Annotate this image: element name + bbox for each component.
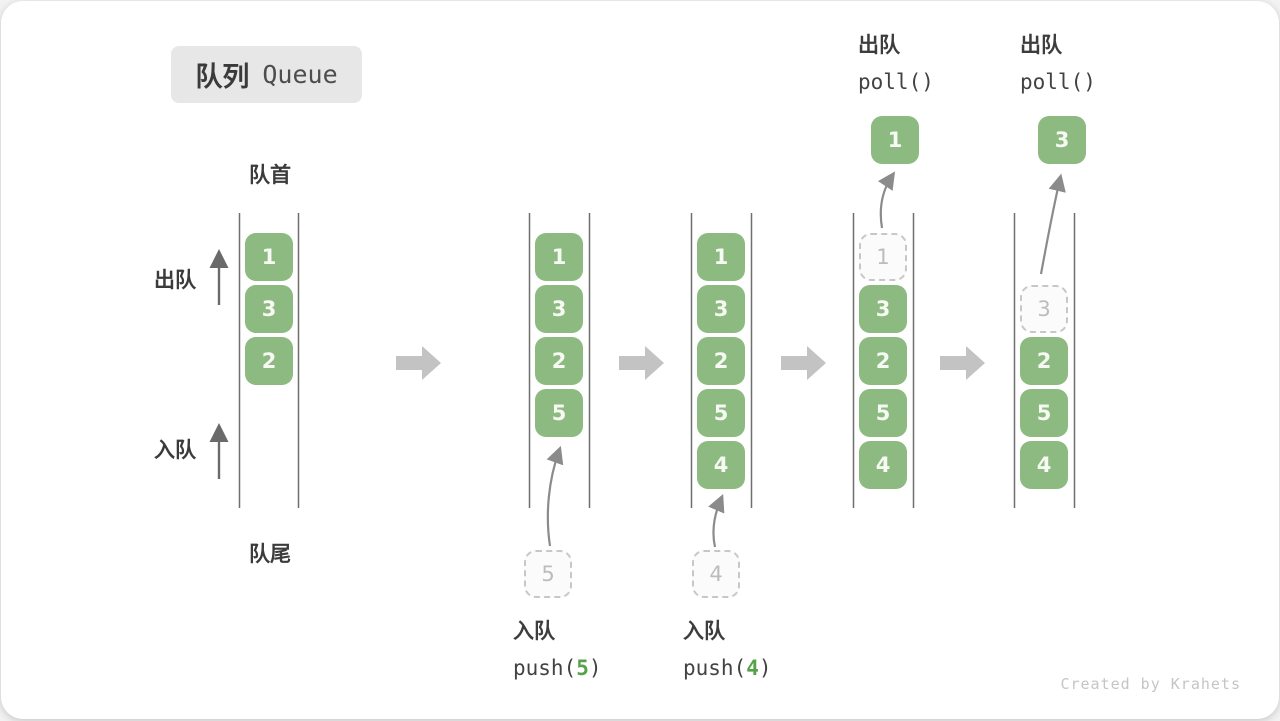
- poll-1-arrow: [877, 171, 896, 229]
- flow-arrow-3: [781, 346, 826, 380]
- queue-item: 1: [245, 233, 293, 281]
- queue-item: 3: [859, 285, 907, 333]
- queue-item: 4: [859, 441, 907, 489]
- queue-item: 3: [245, 285, 293, 333]
- queue-item: 3: [697, 285, 745, 333]
- poll-1-header: 出队 poll(): [858, 27, 934, 101]
- push-5-caption-code: push(5): [513, 656, 602, 680]
- enqueue-side-label: 入队: [154, 438, 196, 462]
- queue-item: 2: [1020, 337, 1068, 385]
- queue-item: 1: [697, 233, 745, 281]
- queue-item: 5: [859, 389, 907, 437]
- title-zh: 队列: [195, 62, 250, 93]
- queue-walls: [238, 213, 1076, 508]
- poll-3-header-code: poll(): [1020, 70, 1096, 94]
- queue-item: 1: [535, 233, 583, 281]
- queue-item: 3: [535, 285, 583, 333]
- queue-item: 5: [1020, 389, 1068, 437]
- flow-arrow-4: [940, 346, 985, 380]
- push-5-caption-action: 入队: [513, 619, 555, 643]
- push-4-caption-action: 入队: [683, 619, 725, 643]
- title-en: Queue: [262, 60, 338, 89]
- queue-rear-label: 队尾: [249, 542, 291, 566]
- queue-item: 2: [535, 337, 583, 385]
- removed-item-ghost: 3: [1020, 285, 1068, 333]
- queue-item: 5: [697, 389, 745, 437]
- queue-item: 4: [1020, 441, 1068, 489]
- popped-item: 1: [871, 116, 919, 164]
- queue-item: 5: [535, 389, 583, 437]
- push-5-caption: 入队 push(5): [513, 613, 602, 687]
- poll-3-header: 出队 poll(): [1020, 27, 1096, 101]
- queue-item: 2: [859, 337, 907, 385]
- flow-arrow-2: [619, 346, 664, 380]
- poll-1-header-code: poll(): [858, 70, 934, 94]
- push-5-arrow: [546, 445, 564, 547]
- push-4-caption-code: push(4): [683, 656, 772, 680]
- pending-item-ghost: 4: [692, 550, 740, 598]
- watermark: Created by Krahets: [1060, 675, 1241, 693]
- queue-item: 4: [697, 441, 745, 489]
- queue-front-label: 队首: [249, 163, 291, 187]
- poll-3-header-action: 出队: [1020, 33, 1062, 57]
- title-badge: 队列 Queue: [171, 46, 362, 103]
- state-flow-arrows: [396, 346, 985, 380]
- pending-item-ghost: 5: [524, 550, 572, 598]
- removed-item-ghost: 1: [859, 233, 907, 281]
- push-4-arrow: [708, 493, 725, 548]
- push-4-caption: 入队 push(4): [683, 613, 772, 687]
- queue-item: 2: [245, 337, 293, 385]
- poll-3-arrow: [1039, 173, 1066, 275]
- popped-item: 3: [1038, 116, 1086, 164]
- flow-arrow-1: [396, 346, 441, 380]
- poll-1-header-action: 出队: [858, 33, 900, 57]
- queue-item: 2: [697, 337, 745, 385]
- dequeue-side-label: 出队: [154, 268, 196, 292]
